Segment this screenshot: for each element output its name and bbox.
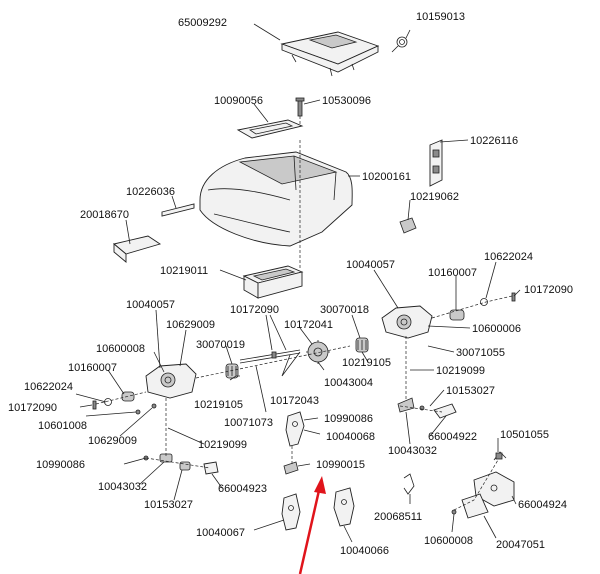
clip-part: [493, 451, 507, 461]
label-66004924: 66004924: [518, 499, 567, 511]
screw-part: [295, 97, 305, 117]
pad-part: [113, 235, 162, 263]
part-drawings: [92, 29, 516, 531]
label-10629009-bottom: 10629009: [88, 435, 137, 447]
right-link-arm-part: [397, 397, 457, 419]
red-pointer-arrow: [298, 476, 326, 574]
label-10040066: 10040066: [340, 545, 389, 557]
label-10622024-right: 10622024: [484, 251, 533, 263]
label-10990015: 10990015: [316, 459, 365, 471]
right-bearing-part: [449, 292, 516, 321]
label-65009292: 65009292: [178, 17, 227, 29]
red-arrow-head: [314, 476, 326, 494]
label-10040057-right: 10040057: [346, 259, 395, 271]
label-10040068: 10040068: [326, 431, 375, 443]
label-10219099-right: 10219099: [436, 365, 485, 377]
leader-lines: [75, 23, 521, 543]
bottom-lever-left-part: [281, 493, 301, 531]
box-part: [242, 265, 304, 299]
label-20068511: 20068511: [374, 511, 422, 523]
bracket-part: [451, 471, 515, 519]
label-10219011: 10219011: [160, 265, 208, 277]
label-10600008-left: 10600008: [96, 343, 145, 355]
assembly-lines: [95, 116, 513, 511]
label-10226036: 10226036: [126, 186, 175, 198]
label-10200161: 10200161: [362, 171, 411, 183]
label-10501055: 10501055: [500, 429, 549, 441]
left-link-parts: [143, 453, 219, 475]
label-10043032-right: 10043032: [388, 445, 437, 457]
label-10153027-right: 10153027: [446, 385, 495, 397]
left-bearing-parts: [92, 391, 157, 415]
label-10226116: 10226116: [470, 135, 518, 147]
label-10172090-left: 10172090: [8, 402, 57, 414]
plate-part: [429, 139, 443, 187]
label-10990086-right: 10990086: [324, 413, 373, 425]
gasket-part: [236, 119, 304, 139]
label-30070019: 30070019: [196, 339, 245, 351]
spring-part: [391, 29, 411, 53]
label-10040057-left: 10040057: [126, 299, 175, 311]
label-10990086-left: 10990086: [36, 459, 85, 471]
label-10600006: 10600006: [472, 323, 521, 335]
label-10600008-right: 10600008: [424, 535, 473, 547]
label-10622024-left: 10622024: [24, 381, 73, 393]
label-10172043: 10172043: [270, 395, 319, 407]
label-10172090-mid: 10172090: [230, 304, 279, 316]
label-10040067: 10040067: [196, 527, 245, 539]
label-10601008: 10601008: [38, 420, 87, 432]
label-10219099-left: 10219099: [198, 439, 247, 451]
top-tray-part: [280, 31, 380, 77]
label-10629009-top: 10629009: [166, 319, 215, 331]
label-10043004: 10043004: [324, 377, 373, 389]
worm-gear-left-part: [225, 363, 239, 379]
label-10160007-left: 10160007: [68, 362, 117, 374]
label-10219105-left: 10219105: [194, 399, 243, 411]
label-10160007-right: 10160007: [428, 267, 477, 279]
knob-part: [399, 217, 417, 234]
label-10071073: 10071073: [224, 417, 273, 429]
label-30071055: 30071055: [456, 347, 505, 359]
label-30070018: 30070018: [320, 304, 369, 316]
housing-part: [199, 151, 353, 247]
label-10090056: 10090056: [214, 95, 263, 107]
label-20047051: 20047051: [496, 539, 545, 551]
red-arrow-shaft: [298, 485, 322, 574]
right-gear-housing-part: [381, 305, 433, 339]
label-10530096: 10530096: [322, 95, 371, 107]
label-66004922: 66004922: [428, 431, 477, 443]
label-10219105-right: 10219105: [342, 357, 391, 369]
label-10153027-left: 10153027: [144, 499, 193, 511]
wire-clip-part: [403, 473, 415, 495]
label-20018670: 20018670: [80, 209, 129, 221]
left-gear-housing-part: [145, 363, 197, 399]
lever-part: [285, 411, 305, 447]
label-10043032-left: 10043032: [98, 481, 147, 493]
label-strip-part: [161, 203, 195, 217]
shaft-part: [239, 349, 301, 364]
bottom-lever-right-part: [333, 487, 355, 527]
worm-gear-right-part: [355, 337, 369, 353]
label-10159013: 10159013: [416, 11, 465, 23]
label-66004923: 66004923: [218, 483, 267, 495]
small-block-part: [283, 461, 299, 475]
part-labels: 65009292 10159013 10090056 10530096 1022…: [8, 11, 573, 557]
label-10172041: 10172041: [284, 319, 333, 331]
spur-gear-part: [306, 340, 330, 364]
label-10172090-right: 10172090: [524, 284, 573, 296]
label-10219062: 10219062: [410, 191, 459, 203]
